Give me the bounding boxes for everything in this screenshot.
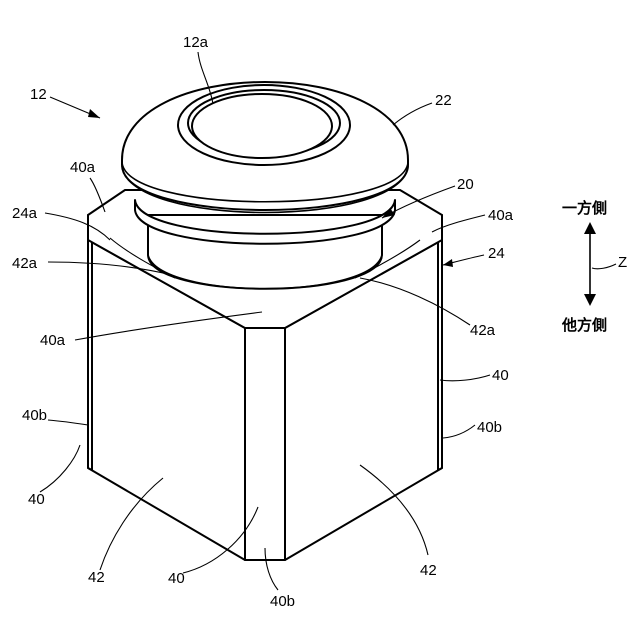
label-42a-left: 42a	[12, 255, 38, 272]
label-22: 22	[435, 92, 452, 109]
leader-40-right	[440, 375, 490, 381]
label-z: Z	[618, 254, 627, 271]
left-chamfer-face	[88, 215, 92, 470]
leader-z	[592, 264, 616, 269]
label-40-front: 40	[168, 570, 185, 587]
leader-12-arrow	[88, 109, 100, 118]
leader-40b-right	[443, 425, 475, 438]
label-24a: 24a	[12, 205, 38, 222]
leader-40a-top-left	[90, 178, 105, 212]
label-42a-right: 42a	[470, 322, 496, 339]
label-40a-right: 40a	[488, 207, 514, 224]
label-20: 20	[457, 176, 474, 193]
leader-24-arrow	[443, 259, 453, 267]
leader-40b-left	[48, 420, 88, 425]
label-42-right: 42	[420, 562, 437, 579]
front-chamfer-face	[245, 328, 285, 560]
label-40a-front: 40a	[40, 332, 66, 349]
label-12a: 12a	[183, 34, 209, 51]
label-12: 12	[30, 86, 47, 103]
label-one-side: 一方側	[562, 199, 607, 217]
label-other-side: 他方側	[561, 316, 607, 334]
leader-40-left	[40, 445, 80, 492]
label-40-left: 40	[28, 491, 45, 508]
label-40b-left: 40b	[22, 407, 47, 424]
right-chamfer-face	[438, 215, 442, 470]
label-40b-front: 40b	[270, 593, 295, 610]
label-42-left: 42	[88, 569, 105, 586]
label-40-right: 40	[492, 367, 509, 384]
z-arrow-down-icon	[584, 294, 596, 306]
label-40a-top-left: 40a	[70, 159, 96, 176]
leader-22	[393, 103, 432, 125]
label-24: 24	[488, 245, 505, 262]
label-40b-right: 40b	[477, 419, 502, 436]
z-arrow-up-icon	[584, 222, 596, 234]
